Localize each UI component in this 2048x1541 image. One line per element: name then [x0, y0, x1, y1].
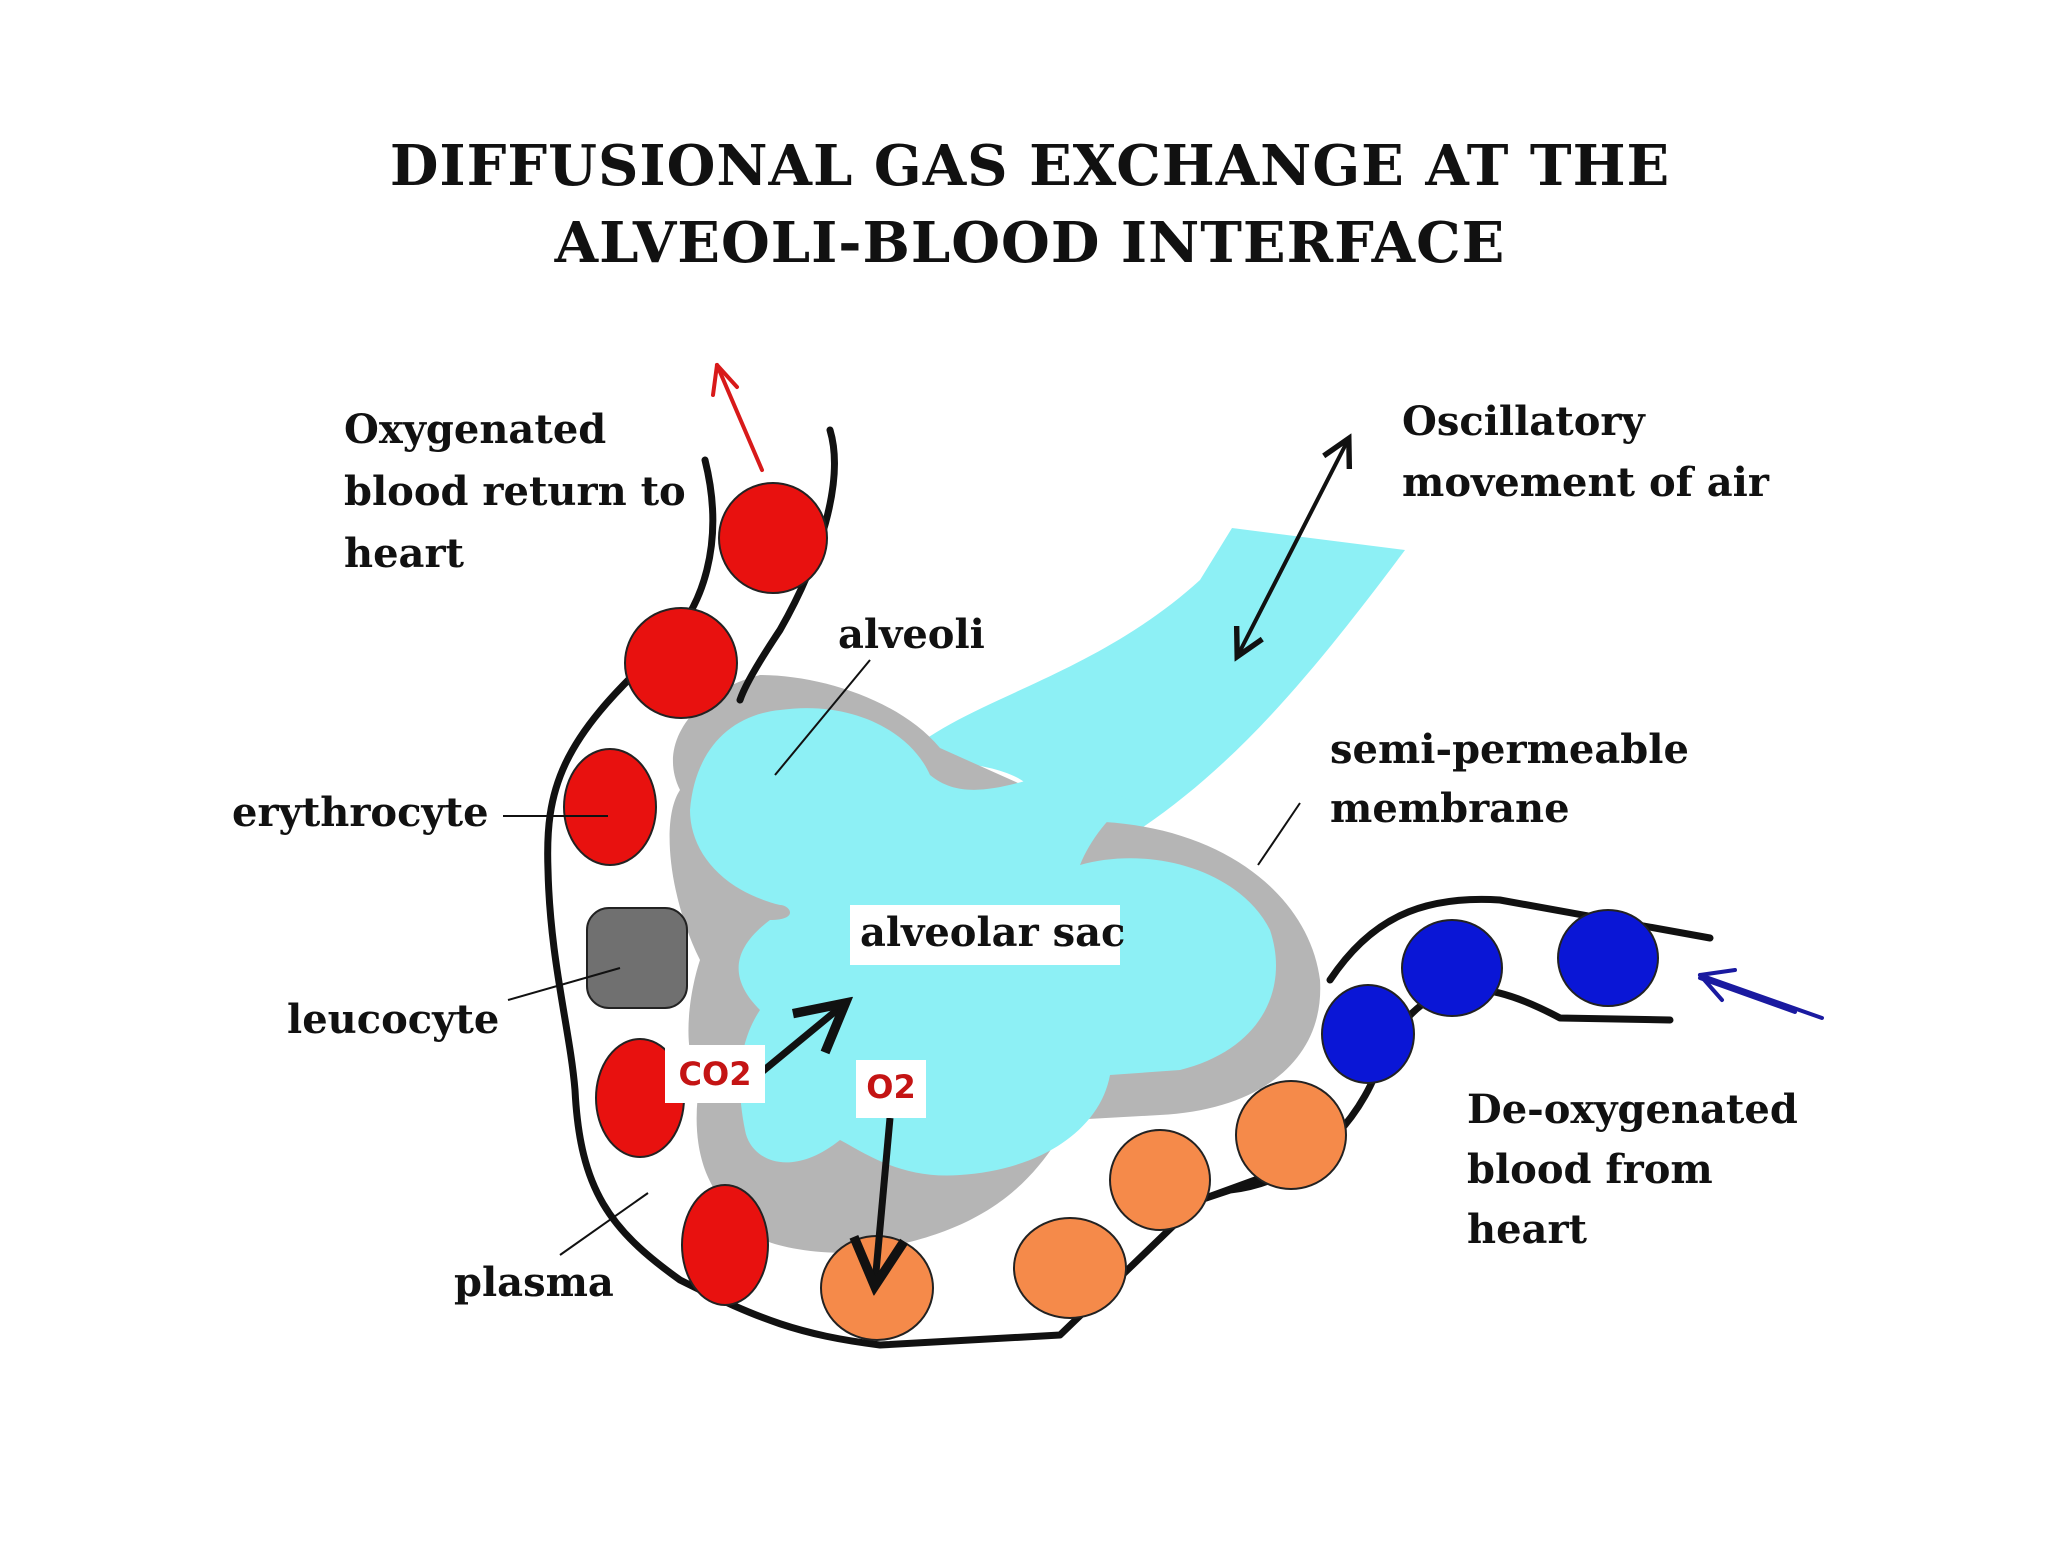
- erythrocyte-oxygenated: [681, 1184, 769, 1306]
- erythrocyte-transitional: [1109, 1129, 1211, 1231]
- alveoli-label: alveoli: [838, 611, 985, 658]
- membrane-label-line-1: semi-permeable: [1330, 726, 1689, 773]
- air-oscillation-arrow: [1238, 440, 1348, 655]
- erythrocyte-oxygenated: [624, 607, 738, 719]
- erythrocyte-deoxygenated: [1557, 909, 1659, 1007]
- deoxygenated-label-line-2: blood from: [1467, 1146, 1713, 1193]
- oxygenated-outflow-arrow: [711, 363, 764, 472]
- alveolar-sac-label-box: [850, 905, 1120, 965]
- o2-label-box: [856, 1060, 926, 1118]
- oxygenated-label-line-3: heart: [344, 530, 465, 577]
- deoxygenated-label-line-1: De-oxygenated: [1467, 1086, 1798, 1133]
- erythrocyte-oxygenated: [718, 482, 828, 594]
- o2-diffusion-arrow: [875, 1117, 890, 1283]
- leucocyte-leader-line: [507, 967, 621, 1001]
- oxygenated-label-line-1: Oxygenated: [344, 406, 606, 453]
- erythrocyte-deoxygenated: [1321, 984, 1415, 1084]
- co2-label-box: [665, 1045, 765, 1103]
- membrane-leader-line: [1257, 802, 1301, 866]
- erythrocyte-deoxygenated: [1401, 919, 1503, 1017]
- o2-label: O2: [866, 1068, 915, 1106]
- co2-label: CO2: [679, 1055, 752, 1093]
- vessel-wall-inner-left: [736, 426, 838, 704]
- leucocyte-label: leucocyte: [287, 996, 499, 1043]
- oscillatory-label-line-2: movement of air: [1402, 459, 1770, 506]
- vessel-wall-inner-right: [1326, 895, 1714, 984]
- alveolar-sac-label: alveolar sac: [860, 909, 1125, 956]
- erythrocyte-oxygenated: [563, 748, 657, 866]
- deoxygenated-inflow-arrow: [1698, 968, 1824, 1020]
- erythrocyte-transitional: [1013, 1217, 1127, 1319]
- erythrocyte-label: erythrocyte: [232, 789, 489, 836]
- leucocyte-cell: [586, 907, 688, 1009]
- title-line-2: ALVEOLI-BLOOD INTERFACE: [554, 210, 1506, 276]
- plasma-label: plasma: [454, 1259, 614, 1306]
- alveoli-leader-line: [774, 659, 871, 776]
- oxygenated-label-line-2: blood return to: [344, 468, 686, 515]
- title-line-1: DIFFUSIONAL GAS EXCHANGE AT THE: [390, 133, 1670, 199]
- deoxygenated-label-line-3: heart: [1467, 1206, 1588, 1253]
- oscillatory-label-line-1: Oscillatory: [1402, 398, 1646, 445]
- membrane-label-line-2: membrane: [1330, 785, 1570, 832]
- erythrocyte-transitional: [1235, 1080, 1347, 1190]
- plasma-leader-line: [559, 1192, 649, 1256]
